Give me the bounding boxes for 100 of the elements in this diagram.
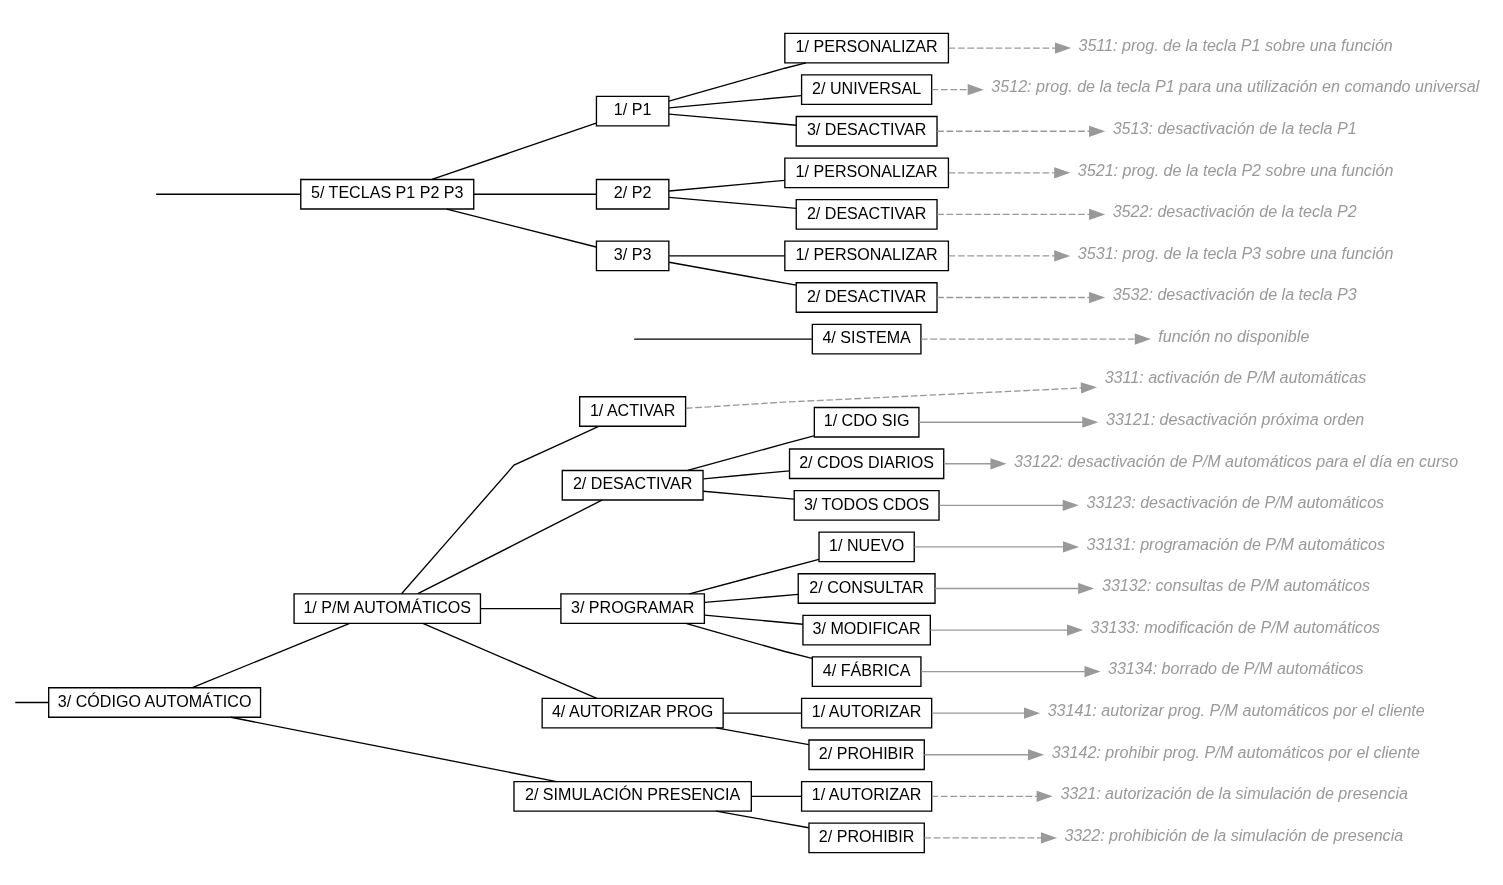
arrow: [936, 125, 1106, 137]
node-box: 1/ PERSONALIZAR: [784, 156, 950, 188]
connector: [702, 490, 795, 500]
arrow: [920, 332, 1151, 345]
node-box: 1/ PERSONALIZAR: [784, 32, 950, 64]
connector: [715, 809, 810, 828]
connector: [703, 614, 804, 625]
node-text: 33141: autorizar prog. P/M automáticos por el cliente: [1047, 700, 1425, 719]
node-box: 1/ AUTORIZAR: [800, 780, 933, 812]
node-box: 4/ SISTEMA: [811, 323, 922, 354]
connector: [685, 622, 813, 659]
node-box: 1/ P1: [595, 95, 670, 127]
node-text: 3521: prog. de la tecla P2 sobre una función: [1077, 160, 1394, 179]
node-text: 33121: desactivación próxima orden: [1105, 409, 1365, 428]
node-text: 33123: desactivación de P/M automáticos: [1086, 492, 1385, 511]
connector: [668, 254, 786, 257]
node-box: 2/ CDOS DIARIOS: [788, 447, 945, 479]
connector: [668, 261, 797, 286]
arrow: [934, 582, 1095, 594]
connector: [750, 795, 802, 797]
connector: [722, 712, 803, 714]
connector: [668, 179, 786, 192]
node-text: 3522: desactivación de la tecla P2: [1112, 201, 1357, 220]
node-box: 2/ PROHIBIR: [808, 738, 925, 770]
connector: [422, 622, 598, 699]
connector: [446, 207, 597, 248]
connector: [400, 425, 600, 594]
arrow: [923, 831, 1057, 844]
arrow: [948, 249, 1071, 262]
node-text: 33133: modificación de P/M automáticos: [1090, 617, 1381, 636]
arrow: [918, 416, 1099, 428]
connector: [633, 337, 813, 340]
arrow: [685, 381, 1097, 409]
node-box: 3/ TODOS CDOS: [793, 489, 940, 521]
arrow: [931, 707, 1041, 719]
connector: [668, 61, 807, 102]
node-text: 3511: prog. de la tecla P1 sobre una función: [1078, 35, 1393, 54]
node-text: 3532: desactivación de la tecla P3: [1112, 284, 1357, 303]
connector: [191, 622, 351, 688]
node-box: 3/ PROGRAMAR: [560, 592, 706, 624]
node-box: 2/ DESACTIVAR: [561, 469, 704, 501]
node-box: 4/ AUTORIZAR PROG: [541, 697, 724, 729]
node-box: 3/ P3: [595, 240, 670, 271]
connector: [14, 701, 50, 703]
node-text: 33131: programación de P/M automáticos: [1086, 534, 1386, 553]
connector: [686, 434, 815, 471]
node-box: 1/ P/M AUTOMÁTICOS: [293, 592, 482, 624]
node-box: 2/ P2: [595, 178, 670, 210]
connector: [668, 196, 797, 209]
node-box: 2/ UNIVERSAL: [800, 73, 933, 105]
node-box: 1/ NUEVO: [818, 531, 915, 562]
connector: [417, 499, 603, 594]
node-box: 5/ TECLAS P1 P2 P3: [300, 178, 475, 210]
node-box: 2/ CONSULTAR: [797, 572, 936, 604]
node-box: 3/ CÓDIGO AUTOMÁTICO: [48, 686, 262, 718]
node-text: 3321: autorización de la simulación de presencia: [1060, 783, 1409, 802]
node-text: 3513: desactivación de la tecla P1: [1112, 118, 1357, 137]
arrow: [929, 623, 1084, 636]
node-box: 1/ CDO SIG: [813, 406, 920, 438]
connector: [668, 113, 797, 126]
arrow: [943, 457, 1007, 469]
node-box: 2/ DESACTIVAR: [795, 281, 938, 313]
node-text: función no disponible: [1158, 326, 1310, 345]
connector: [715, 726, 810, 745]
node-text: 33142: prohibir prog. P/M automáticos por el cliente: [1051, 742, 1420, 761]
node-text: 3322: prohibición de la simulación de presencia: [1064, 825, 1404, 844]
arrow: [936, 208, 1106, 220]
node-text: 33134: borrado de P/M automáticos: [1107, 658, 1364, 677]
connector: [703, 593, 799, 603]
node-box: 2/ PROHIBIR: [808, 821, 925, 853]
connector: [668, 94, 803, 109]
node-box: 1/ ACTIVAR: [579, 395, 687, 427]
arrow: [931, 790, 1053, 802]
node-box: 2/ DESACTIVAR: [795, 198, 938, 230]
connector: [431, 122, 597, 180]
arrow: [920, 665, 1101, 677]
node-box: 2/ SIMULACIÓN PRESENCIA: [513, 780, 752, 812]
connector: [155, 193, 302, 195]
node-text: 3311: activación de P/M automáticas: [1104, 367, 1367, 386]
node-text: 33132: consultas de P/M automáticos: [1101, 575, 1371, 594]
arrow: [948, 166, 1071, 178]
arrow: [923, 748, 1045, 760]
arrow: [936, 291, 1106, 303]
node-box: 4/ FÁBRICA: [811, 655, 922, 687]
node-text: 3531: prog. de la tecla P3 sobre una función: [1077, 243, 1394, 262]
connector: [688, 558, 820, 594]
node-box: 1/ PERSONALIZAR: [784, 240, 950, 271]
node-box: 3/ DESACTIVAR: [795, 115, 938, 147]
connector: [480, 607, 562, 609]
node-box: 3/ MODIFICAR: [802, 614, 931, 645]
node-box: 1/ AUTORIZAR: [800, 697, 933, 729]
connector: [702, 469, 791, 479]
node-text: 33122: desactivación de P/M automáticos para el día en curso: [1014, 451, 1459, 470]
connector: [230, 716, 558, 782]
arrow: [931, 83, 984, 95]
arrow: [938, 499, 1079, 511]
connector: [473, 193, 597, 195]
node-text: 3512: prog. de la tecla P1 para una utilización en comando universal: [991, 77, 1480, 95]
arrow: [948, 41, 1072, 54]
arrow: [913, 540, 1080, 553]
